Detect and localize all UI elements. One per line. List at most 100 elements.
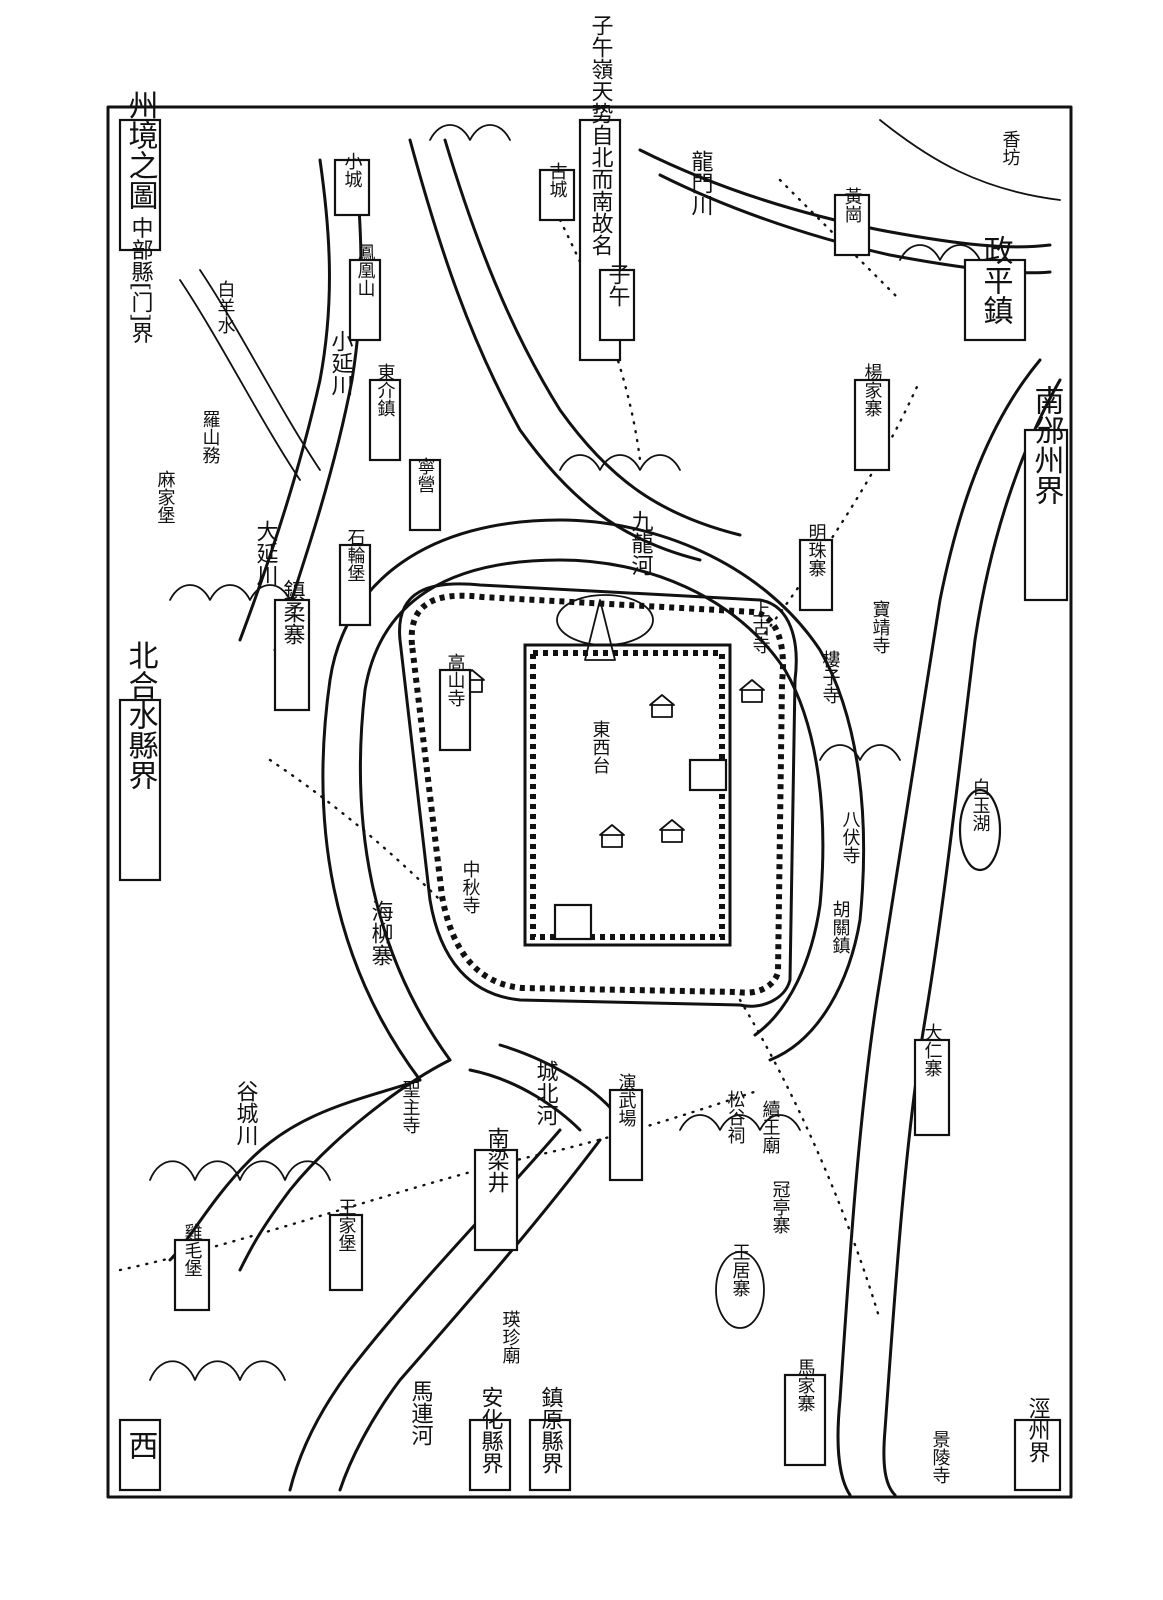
ningying-label: 寧營 (415, 457, 436, 493)
jiulong-b (443, 138, 742, 537)
dayan-a (238, 158, 331, 642)
temple-icon (659, 819, 685, 843)
nanliang-jing-label: 南梁井 (484, 1127, 510, 1193)
shanggu-si-label: 上古寺 (750, 600, 771, 654)
zhengping-zhen-label: 政平鎮 (978, 235, 1014, 325)
malian-river-b (338, 1138, 602, 1492)
northeast-border-label: 中部縣[门]界 (128, 216, 154, 344)
baiyang-shui-label: 白羊水 (215, 280, 236, 334)
zhenrou-box (273, 598, 311, 712)
baiyu-hu-label: 白玉湖 (970, 778, 991, 832)
longmen-chuan-label: 龍門川 (688, 150, 714, 216)
southwest-1-label: 安化縣界 (478, 1386, 504, 1474)
outer-wall-crenel (408, 592, 786, 996)
east-river-a (836, 358, 1042, 1497)
chengbei-he-label: 城北河 (533, 1060, 559, 1126)
majia-bao-label: 麻家堡 (155, 470, 176, 524)
southwest-2-label: 鎮原縣界 (538, 1386, 564, 1474)
songgu-ci-label: 松谷祠 (725, 1090, 746, 1144)
baiyang-b (199, 269, 321, 471)
baiyang-a (179, 279, 301, 481)
guanting-zhai-label: 冠亭寨 (770, 1180, 791, 1234)
jingling-si-label: 景陵寺 (930, 1430, 951, 1484)
mountain-ridge (819, 744, 901, 761)
gucheng-chuan-label: 谷城川 (233, 1080, 259, 1146)
yanwu-box (608, 1088, 644, 1182)
outer-wall (398, 582, 798, 1008)
chengbei-a (468, 1068, 582, 1132)
dayan-b (273, 158, 363, 652)
gucheng-label: 古城 (547, 162, 568, 198)
pagoda-icon (584, 599, 616, 661)
wangjia-box (328, 1213, 364, 1292)
map-frame (106, 105, 1073, 1499)
baojing-si-label: 寶靖寺 (870, 600, 891, 654)
road-ziwu (558, 218, 642, 462)
huangji-label: 黃崗 (842, 187, 863, 223)
mountain-ridge (149, 1360, 286, 1381)
mountain-ridge (899, 244, 981, 261)
east-river-b (882, 378, 1062, 1497)
yanwu-chang-label: 演武場 (616, 1073, 637, 1128)
south-gate-tower (553, 903, 593, 941)
small-lake (715, 1251, 765, 1329)
wangju-zhai-label: 王居寨 (730, 1243, 751, 1297)
inner-wall (523, 643, 732, 947)
yangjia-zhai-label: 楊家寨 (862, 363, 883, 417)
map-title: 州境之圖 (123, 90, 159, 210)
jiulong-a (408, 138, 702, 562)
south-border-box (1023, 428, 1069, 602)
road-west (118, 1088, 762, 1272)
inner-wall-crenel (530, 650, 725, 940)
zhenrou-zhai-label: 鎮柔寨 (280, 579, 306, 645)
temple-icon (649, 694, 675, 718)
ningying-box (408, 458, 442, 532)
ziwu-label: 子午 (605, 263, 630, 307)
west-border-label: 西 (123, 1430, 158, 1460)
jimu-bao-label: 雞毛堡 (182, 1223, 203, 1277)
map-note: 子午嶺天势自北而南故名 (588, 14, 614, 256)
title-box (118, 118, 162, 252)
luoshan-wu-label: 羅山務 (200, 410, 221, 465)
gucheng-river-b (238, 1058, 452, 1272)
shilun-bao-label: 石輪堡 (345, 528, 366, 582)
dongxi-tai-label: 東西台 (590, 720, 611, 774)
chengbei-b (498, 1043, 622, 1122)
yingzhen-miao-label: 瑛珍廟 (500, 1310, 521, 1365)
xuwang-miao-label: 續王廟 (760, 1100, 781, 1155)
hailiu-zhai-label: 海柳寨 (368, 900, 394, 966)
huangji-box (833, 193, 871, 257)
main-river-outer (321, 518, 866, 1082)
dayan-chuan-label: 大延川 (253, 520, 279, 586)
north-border-box (118, 698, 162, 882)
nanliang-box (473, 1148, 519, 1252)
xiaocheng-box (333, 158, 371, 217)
mountain-ridge (429, 124, 511, 141)
rivers (168, 119, 1062, 1497)
stream-ne (879, 119, 1061, 201)
louzi-si-label: 樓子寺 (820, 650, 841, 704)
dongjie-box (368, 378, 402, 462)
mountain-ridge (149, 1160, 331, 1181)
temple-icon (599, 824, 625, 848)
majia-box (783, 1373, 827, 1467)
road-east (758, 378, 922, 642)
malian-he-label: 馬連河 (408, 1380, 434, 1446)
gaoshan-box (438, 668, 472, 752)
mountain-ridge (169, 584, 291, 601)
xiaocheng-label: 小城 (342, 152, 363, 188)
longmen-a (638, 148, 1052, 249)
roads (118, 178, 922, 1322)
mingzhu-zhai-label: 明珠寨 (806, 523, 827, 577)
southwest-3-label: 涇州界 (1025, 1397, 1051, 1463)
baji-si-label: 八伏寺 (840, 810, 861, 864)
baiyu-lake (958, 788, 1002, 872)
east-gate-tower (688, 758, 728, 792)
pond (556, 594, 654, 646)
yangjia-box (853, 378, 891, 472)
zhongqiu-si-label: 中秋寺 (460, 860, 481, 914)
daren-zhai-label: 大仁寨 (922, 1023, 943, 1077)
southwest-3-box (1013, 1418, 1062, 1492)
majia-zhai-label: 馬家寨 (795, 1358, 816, 1412)
